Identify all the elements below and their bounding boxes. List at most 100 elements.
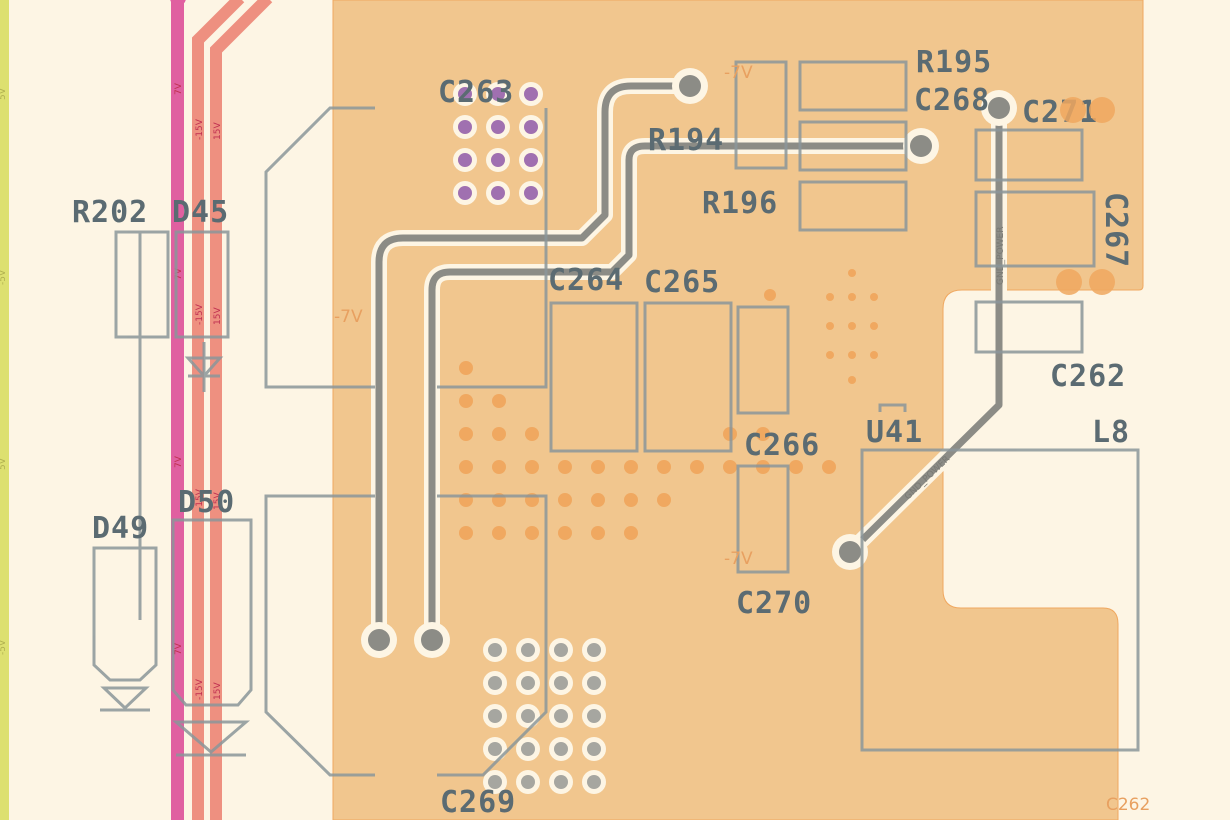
via bbox=[524, 186, 538, 200]
orange-pad bbox=[624, 526, 638, 540]
via bbox=[458, 153, 472, 167]
via bbox=[587, 775, 601, 789]
via bbox=[488, 709, 502, 723]
trace-label-7v-3: 7V bbox=[174, 455, 184, 468]
via bbox=[554, 709, 568, 723]
orange-pad bbox=[690, 460, 704, 474]
designator-c271: C271 bbox=[1022, 95, 1098, 130]
trace-salmon-15v bbox=[210, 0, 273, 820]
orange-pad bbox=[492, 526, 506, 540]
via bbox=[554, 676, 568, 690]
via bbox=[521, 676, 535, 690]
trace-label-15v-1: 15V bbox=[213, 122, 223, 140]
small-pad bbox=[848, 322, 856, 330]
orange-pad bbox=[558, 526, 572, 540]
designator-c269: C269 bbox=[440, 785, 516, 820]
via-array-c263 bbox=[453, 82, 543, 205]
orange-pad bbox=[558, 493, 572, 507]
orange-pad bbox=[459, 427, 473, 441]
orange-pad bbox=[492, 394, 506, 408]
trace-via-pads bbox=[361, 68, 1017, 658]
trace-label-minus15v-1: -15V bbox=[195, 118, 205, 140]
via bbox=[521, 643, 535, 657]
orange-pad bbox=[459, 361, 473, 375]
routed-trace-minus7v-b bbox=[424, 138, 929, 648]
via bbox=[491, 153, 505, 167]
via bbox=[587, 709, 601, 723]
gnd-power-label-vertical: GND_POWER bbox=[996, 227, 1006, 286]
via bbox=[458, 186, 472, 200]
orange-pad bbox=[525, 427, 539, 441]
designator-c270: C270 bbox=[736, 586, 812, 621]
via bbox=[554, 775, 568, 789]
via bbox=[521, 709, 535, 723]
orange-pad bbox=[492, 460, 506, 474]
rail-label-minus5v-1: -5V bbox=[0, 269, 8, 285]
trace-label-7v-1: 7V bbox=[174, 82, 184, 95]
small-pad bbox=[826, 322, 834, 330]
routed-trace-gnd-power bbox=[842, 100, 1007, 560]
designator-l8: L8 bbox=[1092, 415, 1130, 450]
designator-r194: R194 bbox=[648, 123, 724, 158]
orange-pad bbox=[591, 526, 605, 540]
via bbox=[491, 120, 505, 134]
orange-pad bbox=[459, 526, 473, 540]
rail-label-minus5v-2: -5V bbox=[0, 639, 8, 655]
orange-pad bbox=[723, 460, 737, 474]
via bbox=[458, 120, 472, 134]
via bbox=[521, 742, 535, 756]
via bbox=[491, 186, 505, 200]
designator-c267: C267 bbox=[1098, 192, 1133, 268]
trace-salmon-minus15v bbox=[192, 0, 245, 820]
orange-pad bbox=[591, 460, 605, 474]
trace-net-labels: 7V -15V 15V 7V -15V 15V 7V -15V 15V 7V -… bbox=[174, 82, 223, 700]
designator-u41: U41 bbox=[866, 415, 923, 450]
via bbox=[587, 676, 601, 690]
via bbox=[554, 742, 568, 756]
via bbox=[521, 775, 535, 789]
rail-label-5v-1: 5V bbox=[0, 87, 8, 100]
orange-pad bbox=[789, 460, 803, 474]
orange-pad bbox=[657, 493, 671, 507]
orange-pad bbox=[822, 460, 836, 474]
via bbox=[524, 87, 538, 101]
orange-pad bbox=[756, 427, 770, 441]
via bbox=[488, 643, 502, 657]
designator-c266: C266 bbox=[744, 428, 820, 463]
left-rail-labels: 5V -5V 5V -5V bbox=[0, 87, 8, 655]
designator-c265: C265 bbox=[644, 265, 720, 300]
trace-label-15v-4: 15V bbox=[213, 682, 223, 700]
via bbox=[488, 775, 502, 789]
left-power-rail bbox=[0, 0, 9, 820]
designator-c263: C263 bbox=[438, 75, 514, 110]
via bbox=[491, 87, 505, 101]
orange-pad bbox=[764, 289, 776, 301]
orange-pad bbox=[459, 394, 473, 408]
net-label-minus7v-left: -7V bbox=[334, 307, 363, 327]
orange-pad bbox=[525, 526, 539, 540]
via bbox=[488, 742, 502, 756]
via bbox=[524, 120, 538, 134]
component-designators: C263 R195 C268 C271 R194 R196 C267 R202 … bbox=[72, 45, 1133, 820]
via bbox=[488, 676, 502, 690]
trace-label-minus15v-2: -15V bbox=[195, 303, 205, 325]
small-pad bbox=[870, 293, 878, 301]
small-pad bbox=[870, 351, 878, 359]
small-pad bbox=[826, 351, 834, 359]
orange-pad bbox=[624, 460, 638, 474]
net-label-c262-edge: C262 bbox=[1106, 795, 1150, 815]
via-array-c269 bbox=[483, 638, 606, 794]
trace-label-minus15v-4: -15V bbox=[195, 678, 205, 700]
via bbox=[554, 643, 568, 657]
orange-pad bbox=[492, 427, 506, 441]
orange-pad bbox=[525, 460, 539, 474]
designator-c268: C268 bbox=[914, 83, 990, 118]
designator-r202: R202 bbox=[72, 195, 148, 230]
trace-label-15v-2: 15V bbox=[213, 307, 223, 325]
net-label-minus7v-mid: -7V bbox=[724, 549, 753, 569]
designator-d50: D50 bbox=[178, 485, 235, 520]
thermal-dot-matrix bbox=[826, 269, 878, 384]
designator-c264: C264 bbox=[548, 263, 624, 298]
via bbox=[587, 742, 601, 756]
